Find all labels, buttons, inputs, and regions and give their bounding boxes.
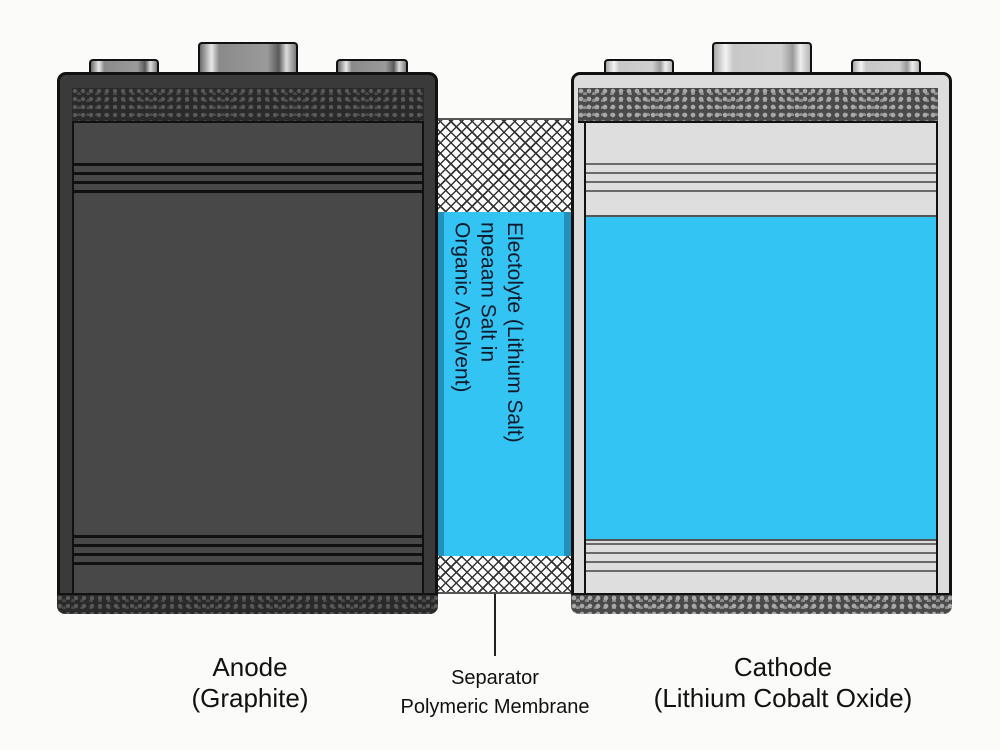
cathode-title: Cathode — [733, 652, 833, 682]
electrolyte-line-1: Electolyte (Lithium Salt) — [502, 222, 526, 443]
cathode-subtitle: (Lithium Cobalt Oxide) — [653, 683, 913, 714]
anode-active-material — [72, 121, 424, 595]
cathode-label: Cathode (Lithium Cobalt Oxide) — [618, 652, 948, 714]
anode-current-collector-top — [72, 88, 424, 123]
anode-subtitle: (Graphite) — [191, 683, 309, 714]
cathode-casing — [571, 72, 952, 614]
electrolyte-line-2: npeaam Salt in — [476, 222, 500, 363]
anode-title: Anode — [212, 652, 288, 682]
cathode-terminal-left — [604, 59, 674, 75]
cathode-ridges-top — [586, 163, 936, 199]
cathode-ridges-bottom — [586, 543, 936, 579]
electrolyte-region-center — [434, 212, 574, 556]
cathode-current-collector-top — [578, 88, 938, 123]
separator-label: Separator Polymeric Membrane — [365, 664, 625, 722]
cathode-terminal-right — [851, 59, 921, 75]
cathode-current-collector-bottom — [571, 593, 952, 614]
separator-subtitle: Polymeric Membrane — [400, 696, 590, 718]
anode-terminal-right — [336, 59, 408, 75]
electrolyte-label: Electolyte (Lithium Salt) npeaam Salt in… — [448, 222, 527, 552]
separator-title: Separator — [451, 667, 539, 689]
anode-label: Anode (Graphite) — [140, 652, 360, 714]
anode-casing — [57, 72, 438, 614]
separator-edge-right — [564, 212, 574, 556]
anode-ridges-top — [74, 163, 422, 199]
electrolyte-region-cathode — [586, 215, 936, 541]
anode-ridges-bottom — [74, 535, 422, 571]
separator-leader-line — [494, 594, 496, 656]
cathode-terminal-center — [712, 42, 812, 75]
electrolyte-line-3: Organic ΛSolvent) — [450, 222, 474, 393]
anode-current-collector-bottom — [57, 593, 438, 614]
cathode-active-material — [584, 121, 938, 595]
anode-terminal-left — [89, 59, 159, 75]
anode-terminal-center — [198, 42, 298, 75]
separator-edge-left — [434, 212, 444, 556]
